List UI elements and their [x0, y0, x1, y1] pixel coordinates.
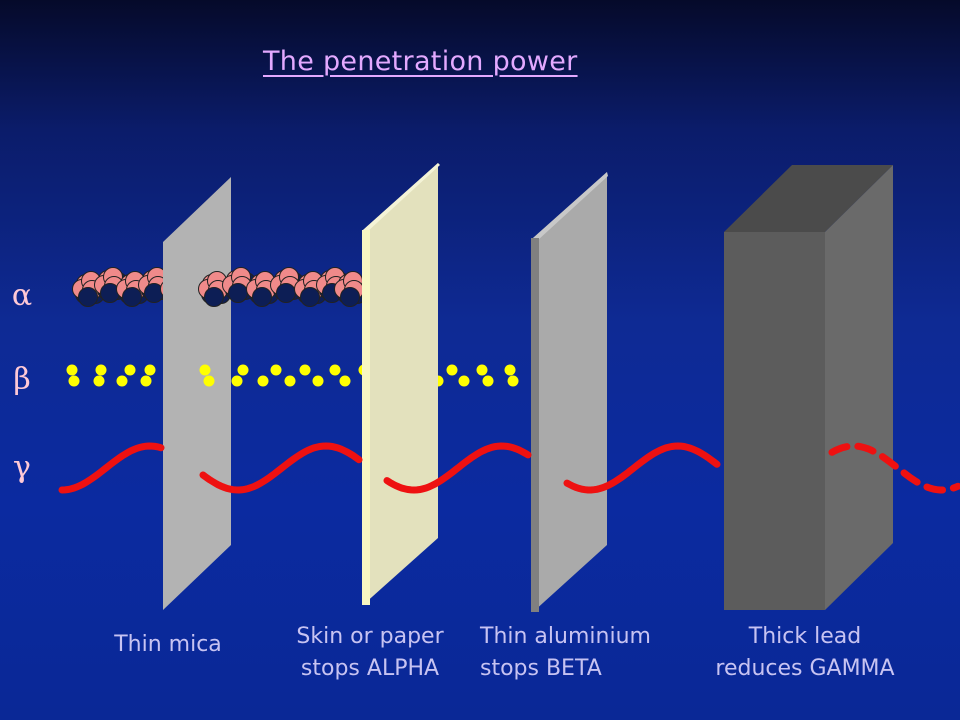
gamma-wave-segment	[58, 442, 165, 494]
beta-particle	[199, 364, 211, 376]
beta-symbol: β	[13, 362, 31, 397]
beta-particle	[507, 375, 519, 387]
label-thin-mica: Thin mica	[100, 629, 236, 661]
beta-particle	[124, 364, 136, 376]
label-line: Thick lead	[748, 624, 862, 649]
beta-particle	[476, 364, 488, 376]
alpha-particle-nucleon	[276, 283, 296, 303]
alpha-particle-nucleon	[252, 287, 272, 307]
beta-particle	[95, 364, 107, 376]
beta-particle	[257, 375, 269, 387]
beta-particle	[66, 364, 78, 376]
beta-particle	[231, 375, 243, 387]
beta-particle	[339, 375, 351, 387]
alpha-particle-nucleon	[78, 287, 98, 307]
label-skin-paper: Skin or paper stops ALPHA	[280, 621, 460, 685]
alpha-particle-nucleon	[300, 287, 320, 307]
gamma-wave-reduced-segment	[828, 442, 960, 494]
alpha-particle-nucleon	[340, 287, 360, 307]
beta-particle	[203, 375, 215, 387]
beta-particle	[68, 375, 80, 387]
aluminium-sheet	[531, 172, 608, 612]
beta-particle	[270, 364, 282, 376]
lead-block	[724, 165, 893, 610]
beta-particle	[237, 364, 249, 376]
alpha-particle-nucleon	[228, 283, 248, 303]
paper-sheet	[362, 163, 440, 605]
beta-particle	[116, 375, 128, 387]
gamma-symbol: γ	[13, 450, 31, 485]
label-thin-aluminium: Thin aluminium stops BETA	[480, 621, 670, 685]
beta-particle	[458, 375, 470, 387]
alpha-particle-nucleon	[204, 287, 224, 307]
label-line: Skin or paper	[296, 624, 444, 649]
label-line: Thin mica	[114, 632, 222, 657]
page-title: The penetration power	[263, 46, 578, 77]
beta-particle	[140, 375, 152, 387]
beta-particle	[504, 364, 516, 376]
label-line: stops ALPHA	[300, 656, 440, 681]
alpha-symbol: α	[11, 278, 33, 313]
beta-particle	[329, 364, 341, 376]
gamma-wave	[58, 442, 960, 494]
beta-particle	[144, 364, 156, 376]
alpha-particle-nucleon	[122, 287, 142, 307]
gamma-wave-segment	[563, 442, 721, 494]
beta-particles-group	[66, 364, 519, 387]
label-line: stops BETA	[480, 656, 602, 681]
beta-particle	[482, 375, 494, 387]
gamma-wave-segment	[383, 442, 532, 494]
gamma-wave-segment	[199, 442, 363, 494]
alpha-particles-group	[198, 267, 368, 307]
beta-particle	[312, 375, 324, 387]
label-line: Thin aluminium	[480, 624, 651, 649]
label-line: reduces GAMMA	[715, 656, 895, 681]
beta-particle	[446, 364, 458, 376]
label-thick-lead: Thick lead reduces GAMMA	[690, 621, 920, 685]
beta-particle	[284, 375, 296, 387]
beta-particle	[299, 364, 311, 376]
beta-particle	[93, 375, 105, 387]
mica-sheet	[163, 177, 231, 610]
